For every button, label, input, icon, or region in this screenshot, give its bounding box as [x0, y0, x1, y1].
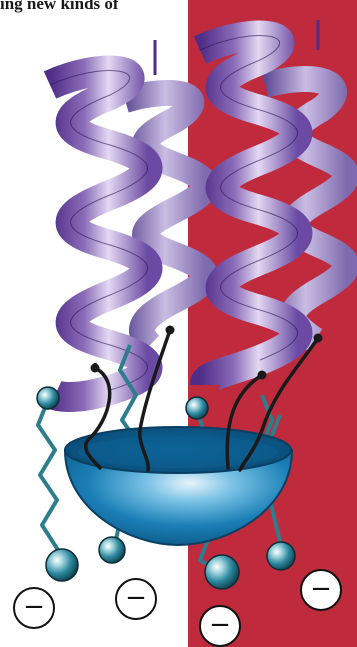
charge-symbol-3: −	[209, 610, 231, 640]
helix-back-1	[125, 93, 205, 345]
polar-head-icon	[186, 397, 208, 419]
charge-symbol-4: −	[310, 574, 332, 604]
polar-head-icon	[205, 555, 239, 589]
polar-head-icon	[46, 549, 78, 581]
negative-charge-icon: −	[200, 606, 240, 646]
negative-charge-icon: −	[14, 588, 54, 628]
polar-head-icon	[267, 542, 295, 570]
charge-symbol-2: −	[125, 583, 147, 613]
charge-symbol-1: −	[23, 592, 45, 622]
lipid-chain-icon	[38, 400, 58, 570]
polar-head-icon	[37, 387, 59, 409]
negative-charge-icon: −	[116, 579, 156, 619]
hemisphere-icon	[65, 427, 292, 545]
negative-charge-icon: −	[301, 570, 341, 610]
polar-head-icon	[99, 537, 125, 563]
